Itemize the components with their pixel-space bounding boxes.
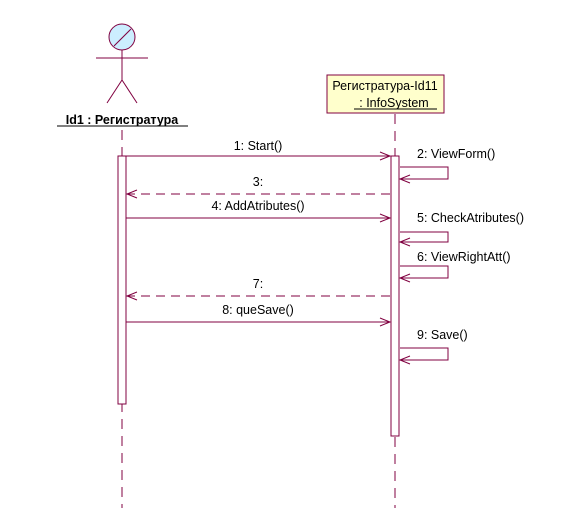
- object-name-line2: : InfoSystem: [359, 96, 428, 110]
- message-5-label: 5: CheckAtributes(): [417, 211, 524, 225]
- message-6-label: 6: ViewRightAtt(): [417, 250, 511, 264]
- object-box: [326, 74, 445, 114]
- message-1-label: 1: Start(): [234, 139, 283, 153]
- message-6-self-arrow: [400, 265, 449, 278]
- message-9-label: 9: Save(): [417, 328, 468, 342]
- message-2-self-arrow: [400, 166, 449, 179]
- object-activation-bar: [390, 155, 400, 437]
- message-3-label: 3:: [253, 175, 263, 189]
- actor-head-slash: [113, 28, 132, 47]
- message-7-label: 7:: [253, 277, 263, 291]
- message-8-label: 8: queSave(): [222, 303, 294, 317]
- actor-figure: [96, 23, 148, 104]
- object-name-line1: Регистратура-Id11: [332, 79, 437, 93]
- actor-label: Id1 : Регистратура: [66, 113, 180, 127]
- actor-head: [108, 23, 136, 51]
- actor-left-leg: [106, 79, 123, 104]
- message-9-self-arrow: [400, 347, 449, 360]
- actor-activation-bar: [117, 155, 127, 405]
- actor-right-leg: [121, 79, 138, 104]
- message-4-label: 4: AddAtributes(): [211, 199, 304, 213]
- message-5-self-arrow: [400, 231, 449, 242]
- message-2-label: 2: ViewForm(): [417, 147, 495, 161]
